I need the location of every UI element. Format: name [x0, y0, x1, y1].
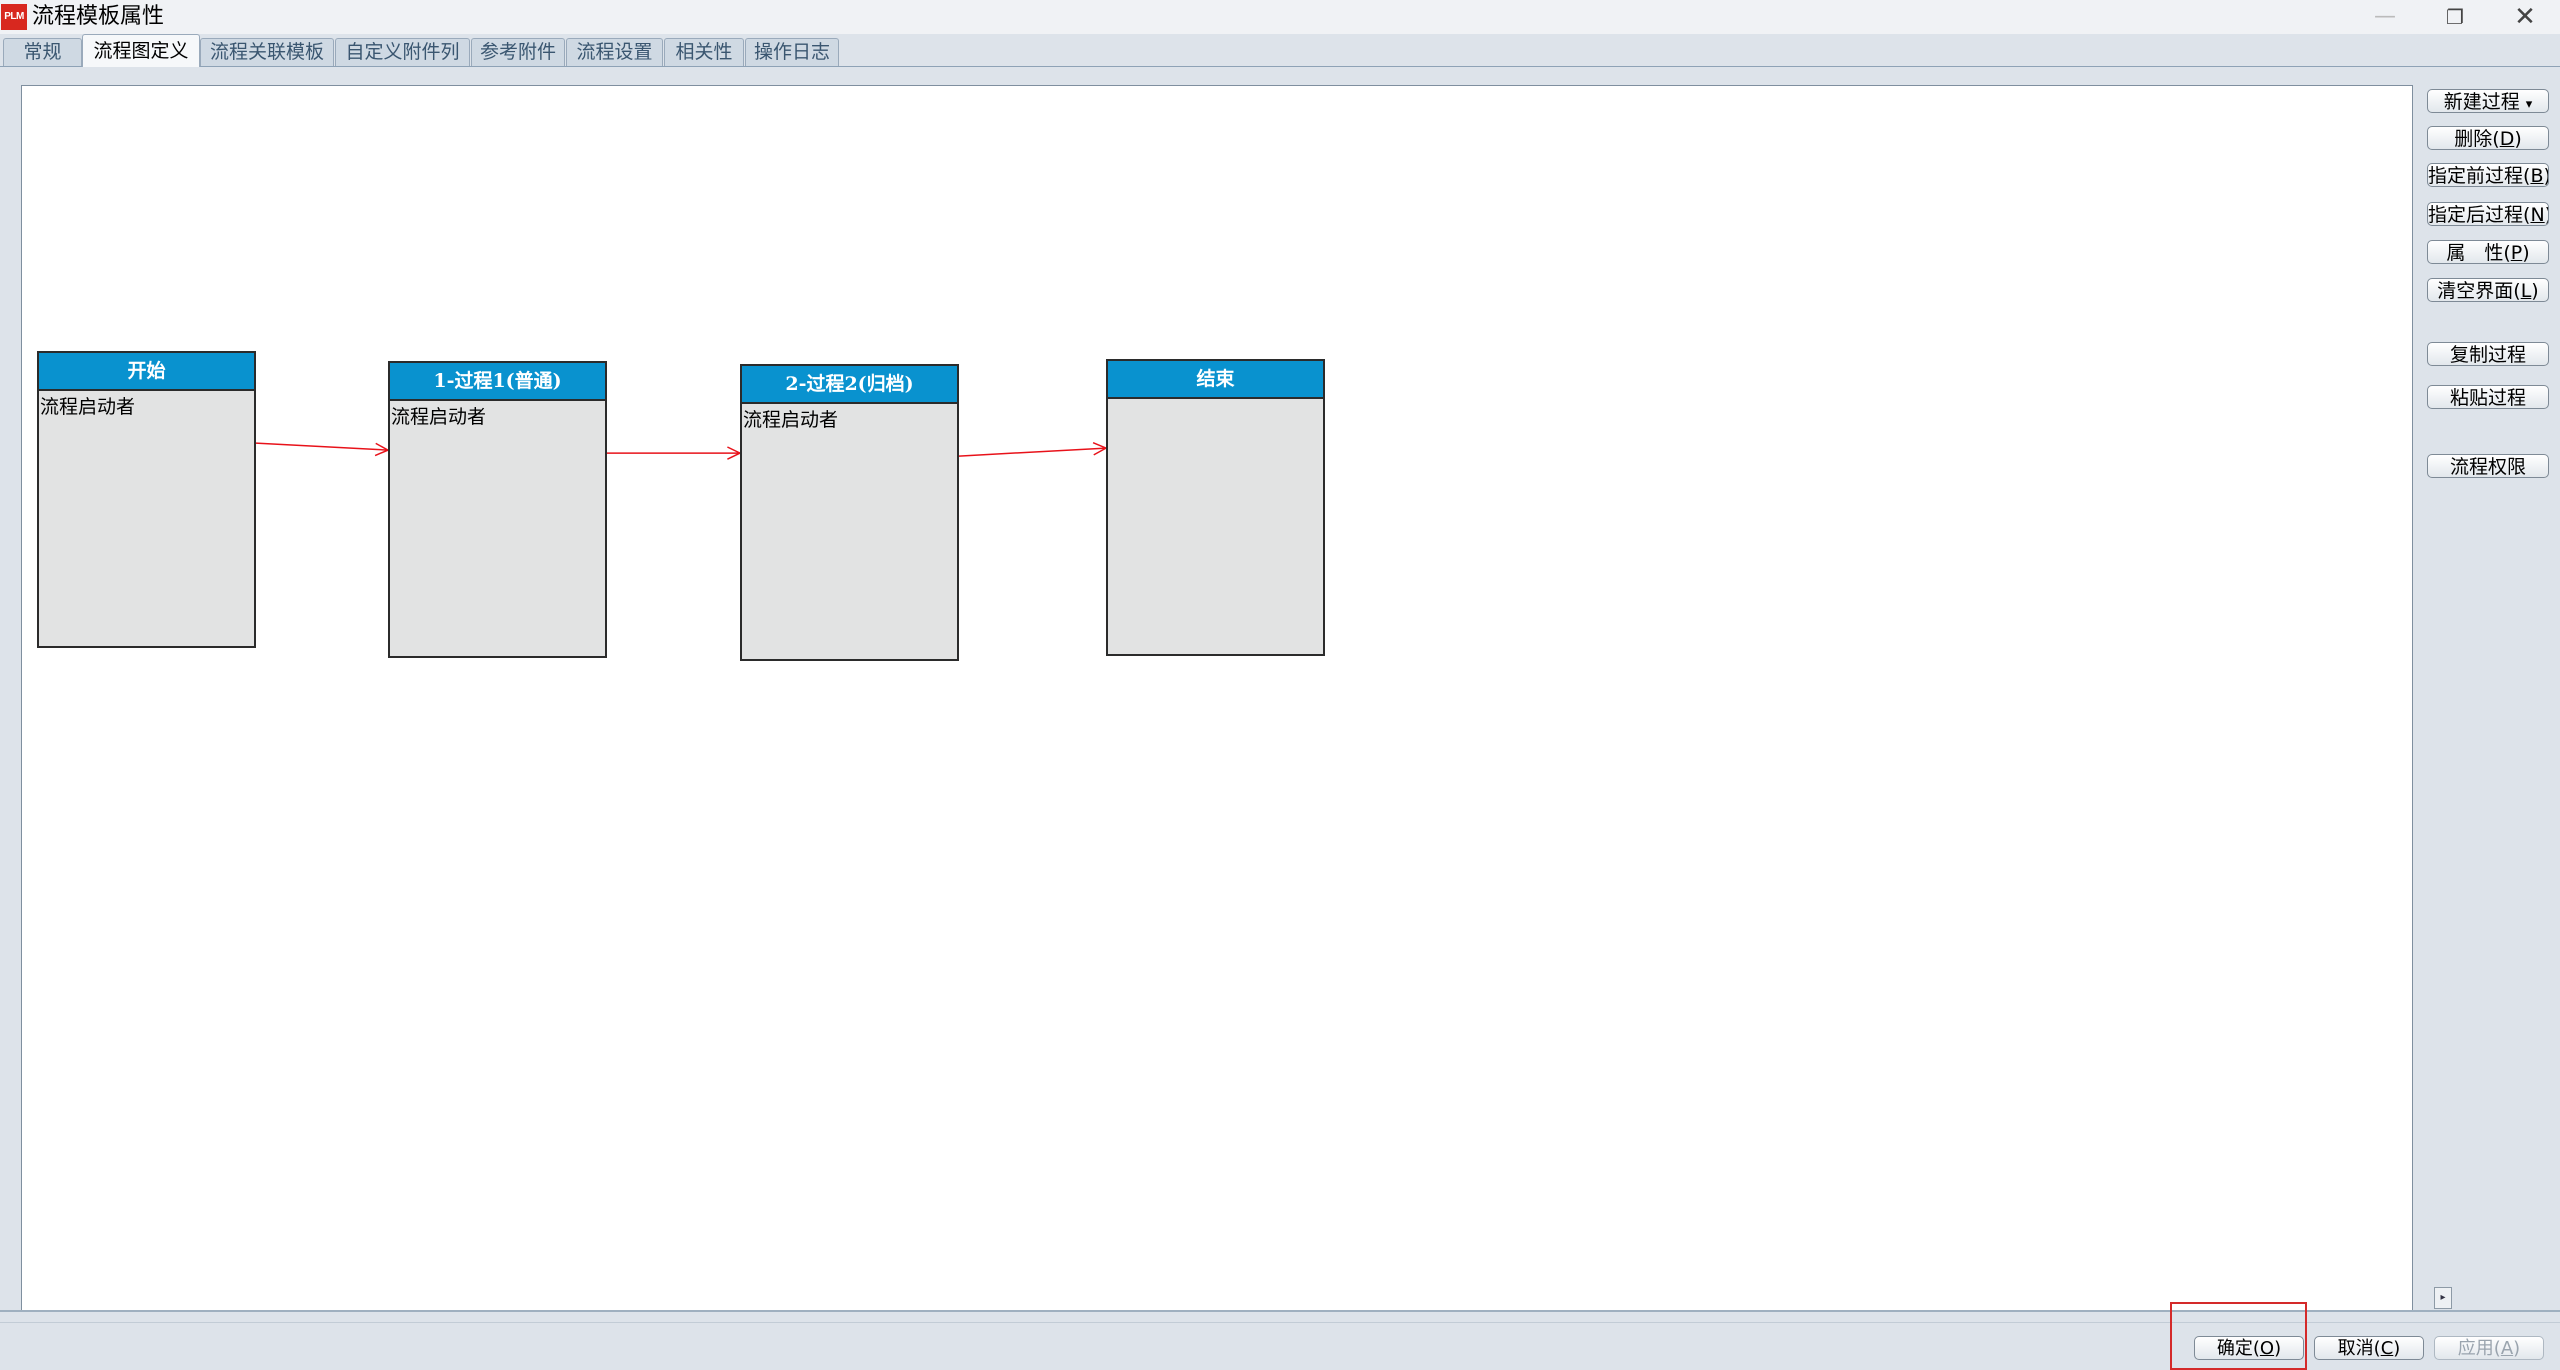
minimize-button[interactable]: —	[2350, 0, 2420, 34]
clear-canvas-button[interactable]: 清空界面(L)	[2427, 278, 2549, 302]
node-title: 2-过程2(归档)	[742, 366, 957, 404]
restore-button[interactable]: ❐	[2420, 0, 2490, 34]
copy-process-button[interactable]: 复制过程	[2427, 342, 2549, 366]
clear-label: 清空界面	[2437, 280, 2513, 302]
clear-key: L	[2521, 280, 2532, 302]
plm-app-icon: PLM	[1, 4, 27, 30]
flow-edge[interactable]	[256, 443, 388, 450]
node-body: 流程启动者	[390, 401, 605, 433]
paste-process-button[interactable]: 粘贴过程	[2427, 385, 2549, 409]
flow-edge[interactable]	[959, 448, 1106, 456]
properties-button[interactable]: 属 性(P)	[2427, 240, 2549, 264]
window-title: 流程模板属性	[32, 3, 164, 31]
title-bar: PLM 流程模板属性 — ❐ ✕	[0, 0, 2560, 34]
set-prev-label: 指定前过程	[2428, 165, 2523, 187]
node-body: 流程启动者	[742, 404, 957, 436]
set-prev-key: B	[2530, 165, 2543, 187]
flow-permissions-button[interactable]: 流程权限	[2427, 454, 2549, 478]
set-prev-process-button[interactable]: 指定前过程(B)	[2427, 163, 2549, 187]
apply-button[interactable]: 应用(A)	[2434, 1336, 2544, 1360]
tab-flow-settings[interactable]: 流程设置	[566, 38, 663, 66]
flow-node-process-1[interactable]: 1-过程1(普通) 流程启动者	[388, 361, 607, 658]
tab-related-templates[interactable]: 流程关联模板	[200, 38, 334, 66]
properties-key: P	[2511, 242, 2522, 264]
delete-button[interactable]: 删除(D)	[2427, 126, 2549, 150]
new-process-label: 新建过程	[2444, 91, 2520, 113]
tab-bar: 常规 流程图定义 流程关联模板 自定义附件列 参考附件 流程设置 相关性 操作日…	[0, 34, 2560, 67]
apply-label: 应用	[2458, 1338, 2494, 1359]
cancel-key: C	[2381, 1338, 2394, 1359]
cancel-label: 取消	[2338, 1338, 2374, 1359]
properties-label: 属 性	[2446, 242, 2503, 264]
tab-relevance[interactable]: 相关性	[664, 38, 744, 66]
delete-label: 删除	[2454, 128, 2492, 150]
apply-key: A	[2501, 1338, 2513, 1359]
set-next-process-button[interactable]: 指定后过程(N)	[2427, 202, 2549, 226]
tab-operation-log[interactable]: 操作日志	[745, 38, 839, 66]
dropdown-arrow-icon: ▾	[2526, 97, 2533, 112]
tab-custom-attachment-columns[interactable]: 自定义附件列	[335, 38, 470, 66]
node-title: 开始	[39, 353, 254, 391]
tab-general[interactable]: 常规	[3, 38, 82, 66]
flow-node-end[interactable]: 结束	[1106, 359, 1325, 656]
cancel-button[interactable]: 取消(C)	[2314, 1336, 2424, 1360]
node-title: 结束	[1108, 361, 1323, 399]
set-next-label: 指定后过程	[2428, 204, 2523, 226]
flow-canvas[interactable]: 开始 流程启动者 1-过程1(普通) 流程启动者 2-过程2(归档) 流程启动者…	[21, 85, 2413, 1311]
flow-node-start[interactable]: 开始 流程启动者	[37, 351, 256, 648]
node-title: 1-过程1(普通)	[390, 363, 605, 401]
node-body	[1108, 399, 1323, 405]
highlight-box	[2170, 1302, 2307, 1370]
flow-node-process-2[interactable]: 2-过程2(归档) 流程启动者	[740, 364, 959, 661]
node-body: 流程启动者	[39, 391, 254, 423]
flow-edges	[22, 86, 2412, 1310]
close-button[interactable]: ✕	[2490, 0, 2560, 34]
tab-flow-definition[interactable]: 流程图定义	[82, 34, 200, 67]
tab-reference-attachments[interactable]: 参考附件	[471, 38, 565, 66]
set-next-key: N	[2530, 204, 2544, 226]
scroll-right-arrow-icon[interactable]: ▸	[2434, 1287, 2452, 1309]
new-process-button[interactable]: 新建过程 ▾	[2427, 89, 2549, 113]
delete-key: D	[2500, 128, 2515, 150]
